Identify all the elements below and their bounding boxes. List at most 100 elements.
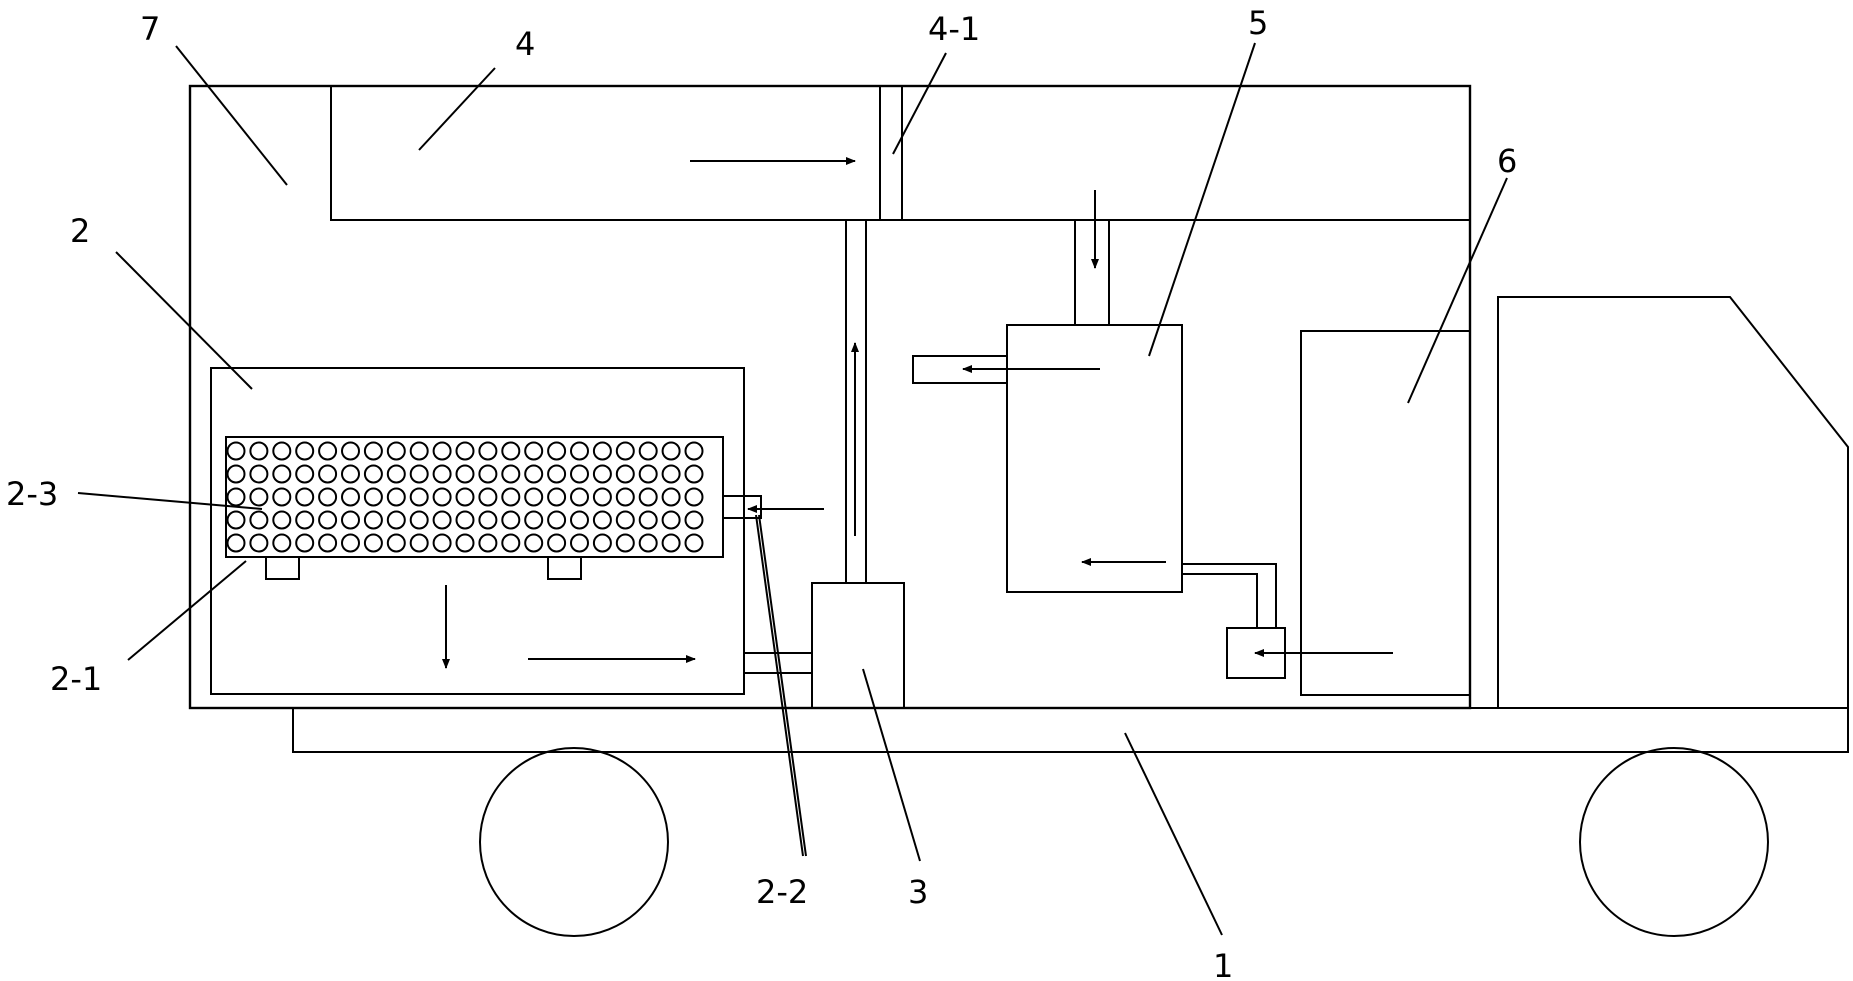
perforation-hole: [318, 533, 338, 553]
perforation-hole: [455, 441, 475, 461]
perforation-hole: [249, 533, 269, 553]
perforation-hole: [295, 510, 315, 530]
perforation-hole: [455, 487, 475, 507]
perforation-hole: [409, 533, 429, 553]
perforation-hole: [386, 441, 406, 461]
perforation-hole: [409, 487, 429, 507]
perforation-hole: [249, 464, 269, 484]
pipe-unit5-outer: [1182, 563, 1277, 628]
leader-2-2-b: [758, 514, 807, 857]
perforation-hole: [386, 533, 406, 553]
label-4-1: 4-1: [928, 10, 980, 48]
plate-support-right: [547, 556, 582, 580]
perforation-hole: [570, 464, 589, 484]
perforation-hole: [272, 487, 292, 507]
perforation-hole: [684, 441, 704, 461]
perforation-hole: [592, 464, 612, 484]
perforation-hole: [570, 533, 589, 553]
perforation-hole: [318, 441, 338, 461]
top-duct: [330, 85, 1471, 221]
perforation-hole: [318, 510, 338, 530]
perforation-hole: [386, 487, 406, 507]
perforation-hole: [501, 487, 521, 507]
perforation-hole: [661, 487, 681, 507]
perforation-hole: [478, 487, 498, 507]
perforation-hole: [295, 441, 315, 461]
perforation-hole: [386, 510, 406, 530]
leader-1: [1124, 732, 1223, 936]
label-2: 2: [70, 212, 90, 250]
perforation-hole: [226, 441, 246, 461]
perforation-hole: [615, 487, 635, 507]
label-7: 7: [140, 10, 160, 48]
pipe-unit5-inner: [1182, 573, 1258, 628]
perforation-hole: [570, 510, 589, 530]
perforation-hole: [638, 510, 658, 530]
perforation-hole: [272, 533, 292, 553]
perforation-hole: [661, 441, 681, 461]
perforation-hole: [615, 510, 635, 530]
perforation-hole: [432, 464, 452, 484]
perforation-hole: [547, 510, 567, 530]
perforation-hole: [592, 533, 612, 553]
perforation-hole: [295, 487, 315, 507]
plate-support-left: [265, 556, 300, 580]
perforation-hole: [318, 487, 338, 507]
perforation-hole: [249, 441, 269, 461]
perforation-hole: [570, 441, 589, 461]
label-4: 4: [515, 25, 535, 63]
label-1: 1: [1213, 947, 1233, 981]
perforation-hole: [455, 533, 475, 553]
perforation-hole: [249, 487, 269, 507]
leader-4-1: [892, 52, 947, 155]
perforation-hole: [501, 464, 521, 484]
leader-2-3: [77, 492, 263, 510]
perforation-hole: [547, 487, 567, 507]
perforation-hole: [661, 464, 681, 484]
leader-2-1: [127, 560, 247, 661]
perforation-hole: [341, 510, 360, 530]
perforation-hole: [295, 464, 315, 484]
perforation-hole: [684, 487, 704, 507]
perforation-hole: [455, 510, 475, 530]
perforation-hole: [341, 487, 360, 507]
perforation-hole: [363, 487, 383, 507]
perforation-hole: [295, 533, 315, 553]
perforation-hole: [409, 510, 429, 530]
perforation-hole: [432, 441, 452, 461]
perforation-hole: [226, 464, 246, 484]
unit-5: [1006, 324, 1183, 593]
fan-unit-3: [811, 582, 905, 709]
leader-7: [175, 45, 288, 186]
perforation-hole: [570, 487, 589, 507]
perforation-hole: [615, 464, 635, 484]
perforation-hole: [615, 533, 635, 553]
label-3: 3: [908, 873, 928, 911]
perforation-hole: [592, 441, 612, 461]
perforation-hole: [524, 510, 544, 530]
perforation-hole: [226, 510, 246, 530]
inlet-nozzle: [722, 495, 762, 519]
perforation-hole: [524, 533, 544, 553]
perforation-hole: [524, 441, 544, 461]
perforation-hole: [363, 441, 383, 461]
perforation-hole: [684, 533, 704, 553]
perforation-hole: [684, 464, 704, 484]
perforation-hole: [226, 533, 246, 553]
label-2-1: 2-1: [50, 660, 102, 698]
perforation-hole: [341, 464, 360, 484]
perforation-hole: [638, 441, 658, 461]
perforation-hole: [501, 510, 521, 530]
leader-6: [1407, 177, 1508, 404]
truck-cab: [1497, 296, 1849, 708]
perforation-hole: [341, 441, 360, 461]
perforation-hole: [386, 464, 406, 484]
leader-2: [115, 251, 253, 390]
chassis-frame: [292, 707, 1849, 753]
perforation-hole: [592, 510, 612, 530]
perforation-hole: [272, 510, 292, 530]
perforation-hole: [363, 533, 383, 553]
perforation-hole: [249, 510, 269, 530]
perforation-hole: [524, 487, 544, 507]
